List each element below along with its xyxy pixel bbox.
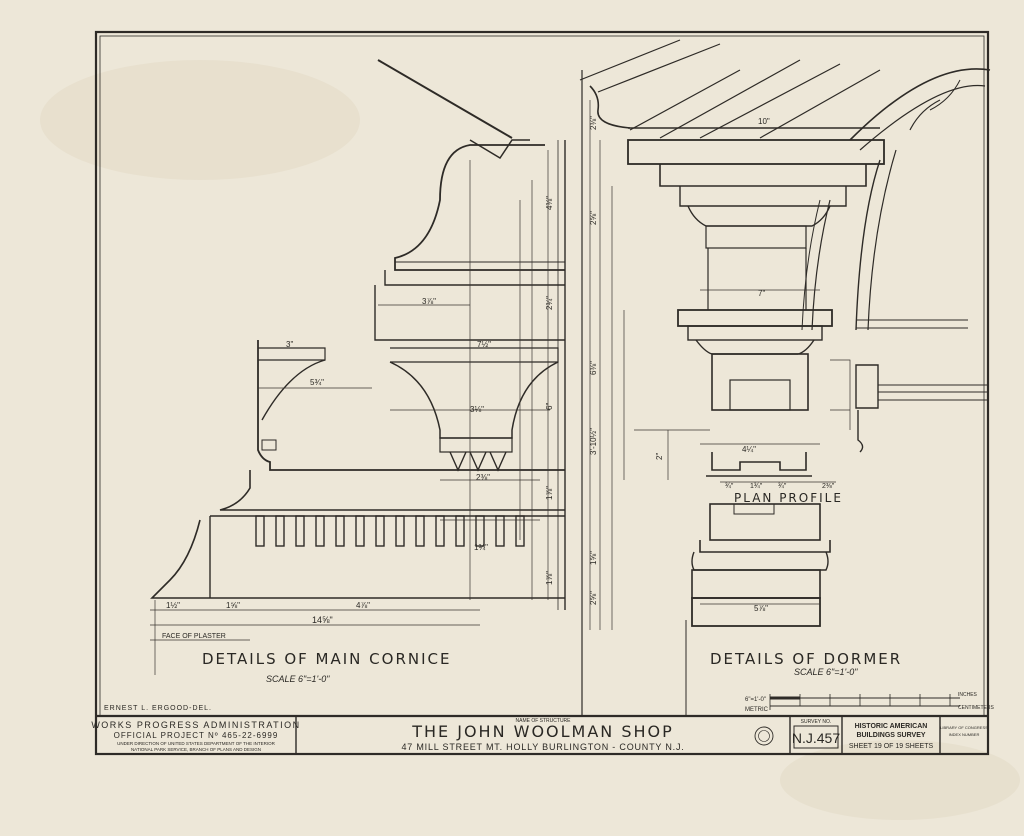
dim-label: 1⅞" xyxy=(545,486,554,500)
title-block xyxy=(96,714,988,754)
scale-unit-centimeters: CENTIMETERS xyxy=(958,705,995,711)
dim-label: 2⅜" xyxy=(476,473,490,482)
reference-line-1: LIBRARY OF CONGRESS xyxy=(940,725,988,730)
dim-label: 4¼" xyxy=(742,445,756,454)
dim-label: 5¾" xyxy=(310,378,324,387)
scale-metric-label: METRIC xyxy=(745,707,769,713)
direction-line-2: NATIONAL PARK SERVICE, BRANCH OF PLANS A… xyxy=(131,747,261,752)
dormer-title: DETAILS OF DORMER xyxy=(710,650,902,668)
wpa-line: WORKS PROGRESS ADMINISTRATION xyxy=(91,720,300,730)
delineator: ERNEST L. ERGOOD-DEL. xyxy=(104,705,212,712)
plan-profile-label: PLAN PROFILE xyxy=(734,491,843,505)
dim-label: 14⅝" xyxy=(312,615,333,625)
dim-label: 6" xyxy=(545,403,554,410)
project-line: OFFICIAL PROJECT Nº 465-22-6999 xyxy=(114,731,279,740)
survey-number: N.J.457 xyxy=(792,730,840,746)
direction-line-1: UNDER DIRECTION OF UNITED STATES DEPARTM… xyxy=(117,741,276,746)
dim-label: 3" xyxy=(286,340,293,349)
dim-label: 2⅝" xyxy=(589,211,598,225)
dim-label: 2⅜" xyxy=(589,116,598,130)
dim-label: ¾" xyxy=(778,483,787,490)
structure-name: THE JOHN WOOLMAN SHOP xyxy=(411,722,674,741)
dim-label: 3⅞" xyxy=(422,297,436,306)
dim-label: 3'-10½" xyxy=(589,428,598,455)
structure-address: 47 MILL STREET MT. HOLLY BURLINGTON - CO… xyxy=(401,742,684,752)
dim-label: 1¾" xyxy=(750,483,763,490)
dim-label: 6⅜" xyxy=(589,361,598,375)
habs-line-1: HISTORIC AMERICAN xyxy=(855,723,928,730)
sheet-number: SHEET 19 OF 19 SHEETS xyxy=(849,743,934,750)
reference-line-2: INDEX NUMBER xyxy=(949,732,980,737)
dim-label: 2⅜" xyxy=(822,483,835,490)
dim-label: 1½" xyxy=(166,601,180,610)
dim-label: 7½" xyxy=(477,340,491,349)
dim-label: 4⅜" xyxy=(545,196,554,210)
habs-line-2: BUILDINGS SURVEY xyxy=(856,732,925,739)
graphic-scale: 6"=1'-0" METRIC INCHES CENTIMETERS xyxy=(745,692,995,713)
face-of-plaster-note: FACE OF PLASTER xyxy=(162,633,226,640)
dim-label: 1⅞" xyxy=(545,571,554,585)
cornice-title: DETAILS OF MAIN CORNICE xyxy=(202,650,451,668)
paper-stain xyxy=(40,60,360,180)
dim-label: ¾" xyxy=(725,483,734,490)
dim-label: 2" xyxy=(655,453,664,460)
dim-label: 5⅞" xyxy=(754,604,768,613)
structure-caption: NAME OF STRUCTURE xyxy=(516,718,572,724)
dim-label: 1¾" xyxy=(474,543,488,552)
dim-label: 2¾" xyxy=(545,296,554,310)
survey-caption: SURVEY NO. xyxy=(801,719,832,725)
sheet-border xyxy=(94,30,990,756)
dim-label: 4⅞" xyxy=(356,601,370,610)
cornice-scale: SCALE 6"=1'-0" xyxy=(266,674,330,684)
dim-label: 1⅝" xyxy=(589,551,598,565)
dormer-detail: 10" 7" 4¼" 5⅞" ¾" 1¾" ¾" 2⅜" 6⅜" 3'-10½"… xyxy=(579,39,991,630)
scale-unit-inches: INCHES xyxy=(958,692,978,698)
dormer-scale: SCALE 6"=1'-0" xyxy=(794,667,858,677)
paper-stain xyxy=(780,740,1020,820)
dim-label: 10" xyxy=(758,117,770,126)
dim-label: 2⅝" xyxy=(589,591,598,605)
survey-number-box xyxy=(793,725,839,749)
main-cornice-detail: 3" 5¾" 7½" 3⅞" 3⅛" 2⅜" 1¾" 1½" 1⅝" 4⅞" 1… xyxy=(150,59,566,675)
dim-label: 7" xyxy=(758,289,765,298)
dim-label: 3⅛" xyxy=(470,405,484,414)
dim-label: 1⅝" xyxy=(226,601,240,610)
scale-imperial-label: 6"=1'-0" xyxy=(745,697,766,703)
